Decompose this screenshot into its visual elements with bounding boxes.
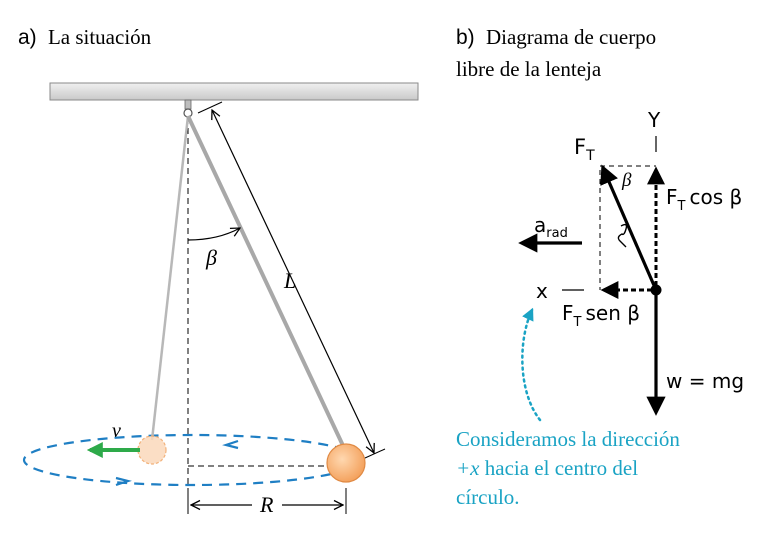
ceiling	[49, 82, 419, 101]
panel-a: a) La situación v L β	[18, 25, 419, 517]
panel-a-title: La situación	[48, 25, 152, 49]
vertical-component-sub: T	[677, 199, 686, 214]
horizontal-component-tail: sen β	[585, 301, 640, 325]
weight-label: w = mg	[666, 369, 744, 393]
svg-text:arad: arad	[534, 213, 568, 241]
circular-path	[22, 433, 362, 487]
length-tick-top	[197, 101, 223, 114]
radial-acceleration-sub: rad	[546, 226, 568, 241]
angle-label: β	[205, 245, 217, 270]
panel-b-title-line1: Diagrama de cuerpo	[486, 25, 656, 49]
svg-text:+x hacia el centro del: +x hacia el centro del	[456, 456, 638, 480]
panel-b-letter: b)	[456, 26, 475, 49]
orbit-direction-arrow-top	[222, 439, 239, 450]
angle-arc	[187, 228, 240, 241]
pivot-mount	[184, 99, 192, 110]
bob-point	[650, 284, 662, 296]
length-tick-bottom	[364, 448, 386, 459]
panel-a-letter: a)	[18, 26, 37, 49]
note-line3: círculo.	[456, 485, 520, 509]
panel-b: b) Diagrama de cuerpo libre de la lentej…	[456, 25, 744, 509]
vertical-component-tail: cos β	[689, 185, 742, 209]
string	[186, 115, 348, 453]
length-dimension	[212, 110, 374, 453]
svg-text:b) Diagrama de cuerpo: b) Diagrama de cuerpo	[456, 25, 656, 49]
free-body-angle-label: β	[621, 170, 632, 191]
note-line2-sign: +x	[456, 456, 480, 480]
horizontal-component-sub: T	[573, 315, 582, 330]
velocity-label: v	[112, 420, 121, 442]
length-label: L	[283, 268, 296, 293]
radial-acceleration-label: a	[534, 213, 546, 237]
note-pointer-arrow	[521, 307, 542, 422]
orbit-direction-arrow-bottom	[115, 476, 132, 487]
x-axis-label: x	[536, 279, 548, 303]
y-axis-label: Y	[647, 108, 661, 132]
svg-text:a) La situación: a) La situación	[18, 25, 152, 49]
horizontal-component-label: F	[562, 301, 574, 325]
squiggle-mark	[617, 223, 628, 248]
pivot-ring	[183, 108, 193, 118]
bob-faded	[137, 435, 167, 465]
vertical-component-label: F	[666, 185, 678, 209]
note-line2-rest: hacia el centro del	[480, 456, 639, 480]
panel-b-title-line2: libre de la lenteja	[456, 57, 602, 81]
bob	[326, 443, 366, 483]
radius-label: R	[259, 492, 274, 517]
note-line1: Consideramos la dirección	[456, 427, 680, 451]
string-faded	[150, 115, 190, 441]
svg-text:FT: FT	[574, 135, 595, 164]
tension-label-sub: T	[585, 148, 595, 164]
tension-arrow	[600, 164, 658, 291]
tension-label: F	[574, 135, 586, 159]
